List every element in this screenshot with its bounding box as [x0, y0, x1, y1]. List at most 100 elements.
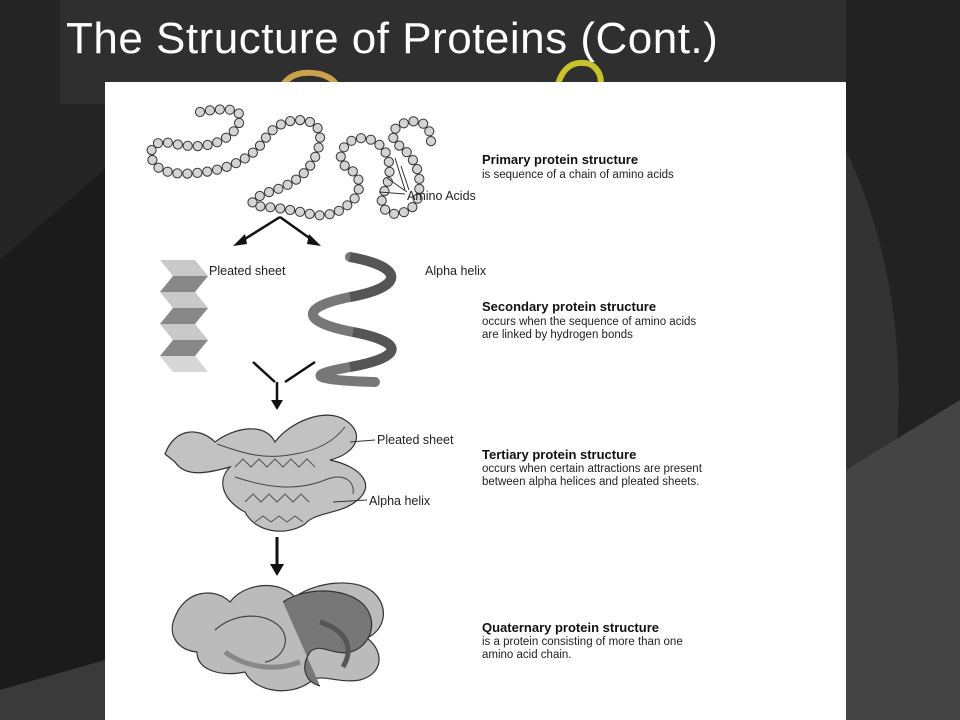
- amino-acid-bead: [260, 132, 271, 143]
- amino-acid-bead: [384, 166, 395, 178]
- amino-acid-bead: [412, 164, 423, 175]
- amino-acid-bead: [408, 116, 419, 127]
- amino-acid-bead: [414, 173, 425, 185]
- amino-acid-bead: [275, 119, 286, 130]
- slide-title: The Structure of Proteins (Cont.): [66, 14, 719, 63]
- primary-heading: Primary protein structure: [482, 152, 639, 167]
- quaternary-heading: Quaternary protein structure: [482, 620, 659, 635]
- amino-acid-bead: [194, 106, 206, 118]
- secondary-description-2: are linked by hydrogen bonds: [482, 329, 633, 341]
- amino-acid-bead: [295, 115, 306, 126]
- amino-acid-bead: [212, 164, 223, 175]
- amino-acid-bead: [346, 135, 357, 146]
- amino-acid-bead: [228, 126, 239, 137]
- amino-acid-bead: [304, 208, 315, 219]
- protein-structure-diagram: Primary protein structure is sequence of…: [105, 82, 846, 720]
- amino-acid-bead: [204, 105, 216, 116]
- amino-acid-bead: [310, 151, 321, 163]
- amino-acid-bead: [172, 168, 183, 179]
- amino-acid-bead: [376, 195, 387, 206]
- amino-acid-bead: [147, 154, 158, 166]
- amino-acid-bead: [380, 147, 391, 158]
- amino-acid-bead: [182, 140, 193, 151]
- amino-acid-bead: [224, 104, 235, 115]
- amino-acid-bead: [394, 140, 405, 151]
- amino-acid-bead: [407, 155, 418, 166]
- amino-acid-bead: [247, 147, 258, 158]
- amino-acid-bead: [230, 158, 242, 169]
- quaternary-description-1: is a protein consisting of more than one: [482, 636, 683, 648]
- down-arrow: [270, 537, 284, 576]
- amino-acid-bead: [305, 160, 316, 171]
- amino-acid-bead: [214, 104, 225, 115]
- amino-acid-bead: [192, 167, 203, 179]
- amino-acid-bead: [234, 117, 245, 129]
- amino-acid-bead: [254, 190, 265, 202]
- amino-acids-label: Amino Acids: [407, 189, 476, 203]
- amino-acid-bead: [379, 186, 390, 197]
- amino-acid-bead: [282, 179, 293, 190]
- secondary-pleated-label: Pleated sheet: [209, 264, 286, 278]
- amino-acid-bead: [383, 156, 394, 168]
- amino-acid-bead: [398, 118, 409, 129]
- tertiary-description-2: between alpha helices and pleated sheets…: [482, 476, 700, 488]
- amino-acid-bead: [313, 142, 324, 153]
- amino-acid-bead: [202, 139, 213, 151]
- alpha-helix-shape: [308, 252, 397, 387]
- amino-acid-bead: [349, 193, 360, 204]
- pleated-sheet-shape: [160, 260, 208, 372]
- amino-acid-bead: [152, 138, 164, 149]
- amino-acid-bead: [374, 139, 385, 150]
- amino-acid-bead: [162, 137, 174, 148]
- amino-acid-bead: [401, 147, 412, 158]
- secondary-helix-label: Alpha helix: [425, 264, 487, 278]
- amino-acid-bead: [390, 123, 401, 134]
- split-arrow: [233, 215, 321, 246]
- amino-acid-bead: [146, 145, 157, 156]
- amino-acid-bead: [247, 197, 258, 208]
- amino-acid-bead: [312, 123, 323, 134]
- tertiary-pleated-label: Pleated sheet: [377, 433, 454, 447]
- amino-acid-bead: [407, 202, 418, 213]
- amino-acid-chain: [146, 104, 437, 221]
- amino-acid-bead: [153, 162, 164, 173]
- amino-acid-bead: [304, 116, 315, 128]
- amino-acid-bead: [324, 209, 335, 220]
- amino-acid-bead: [255, 201, 266, 212]
- amino-acid-bead: [233, 108, 244, 119]
- amino-acid-bead: [192, 141, 203, 152]
- amino-acid-bead: [263, 187, 275, 198]
- tertiary-helix-label: Alpha helix: [369, 494, 431, 508]
- amino-acid-bead: [315, 132, 326, 143]
- amino-acid-bead: [254, 140, 266, 151]
- amino-acid-bead: [212, 137, 223, 148]
- amino-acid-bead: [239, 153, 250, 164]
- tertiary-description-1: occurs when certain attractions are pres…: [482, 463, 702, 475]
- amino-acid-bead: [353, 184, 364, 195]
- amino-acid-bead: [365, 134, 376, 145]
- amino-acid-bead: [412, 193, 423, 204]
- quaternary-description-2: amino acid chain.: [482, 649, 572, 661]
- amino-acid-bead: [285, 116, 296, 127]
- tertiary-heading: Tertiary protein structure: [482, 447, 637, 462]
- amino-acid-bead: [291, 174, 302, 185]
- amino-acid-bead: [221, 161, 232, 173]
- amino-acid-bead: [298, 168, 309, 179]
- amino-acid-bead: [294, 206, 306, 217]
- amino-acid-bead: [265, 202, 276, 213]
- amino-acid-bead: [273, 183, 284, 194]
- amino-acid-bead: [338, 142, 350, 153]
- amino-acid-bead: [335, 151, 346, 162]
- amino-acid-bead: [347, 166, 358, 177]
- amino-acid-bead: [333, 205, 344, 216]
- amino-acid-bead: [182, 168, 193, 179]
- amino-acid-bead: [353, 174, 364, 185]
- amino-acid-bead: [172, 139, 183, 150]
- amino-acid-bead: [425, 136, 437, 147]
- secondary-heading: Secondary protein structure: [482, 299, 657, 314]
- amino-acid-bead: [398, 207, 409, 218]
- amino-acid-bead: [285, 204, 296, 216]
- amino-acid-bead: [418, 118, 429, 129]
- amino-acid-bead: [414, 183, 425, 195]
- secondary-description-1: occurs when the sequence of amino acids: [482, 316, 697, 328]
